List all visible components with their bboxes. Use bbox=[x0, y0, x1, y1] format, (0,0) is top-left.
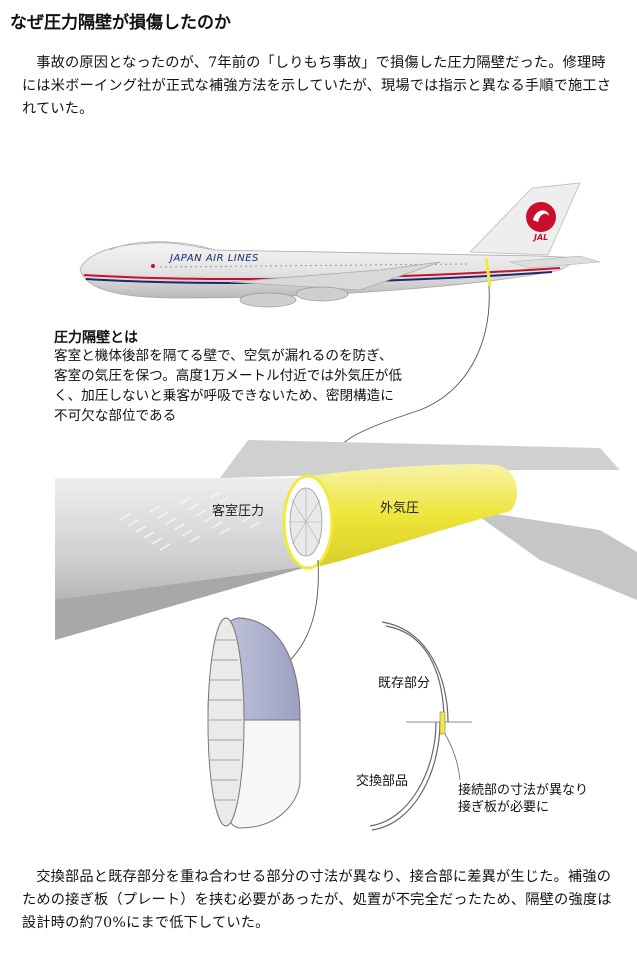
note-body: 客室と機体後部を隔てる壁で、空気が漏れるのを防ぎ、客室の気圧を保つ。高度1万メー… bbox=[54, 348, 402, 424]
note-heading: 圧力隔壁とは bbox=[54, 330, 138, 346]
jal-logo-text: JAL bbox=[532, 233, 548, 242]
jal-747-airplane bbox=[79, 182, 601, 308]
jal-crane-logo-icon bbox=[526, 202, 556, 232]
label-replacement-part: 交換部品 bbox=[356, 774, 409, 789]
joint-cross-section bbox=[369, 621, 472, 831]
label-existing-part: 既存部分 bbox=[378, 676, 431, 691]
intro-paragraph: 事故の原因となったのが、7年前の「しりもち事故」で損傷した圧力隔壁だった。修理時… bbox=[22, 55, 612, 117]
conclusion-paragraph: 交換部品と既存部分を重ね合わせる部分の寸法が異なり、接合部に差異が生じた。補強の… bbox=[22, 869, 612, 931]
fuselage-cutaway bbox=[55, 440, 637, 640]
label-outside-pressure: 外気圧 bbox=[380, 501, 420, 516]
airline-name-text: JAPAN AIR LINES bbox=[170, 253, 259, 264]
bulkhead-detail bbox=[207, 617, 301, 829]
label-joint-note: 接続部の寸法が異なり接ぎ板が必要に bbox=[458, 783, 589, 815]
label-cabin-pressure: 客室圧力 bbox=[212, 504, 265, 519]
article-title: なぜ圧力隔壁が損傷したのか bbox=[10, 13, 231, 33]
